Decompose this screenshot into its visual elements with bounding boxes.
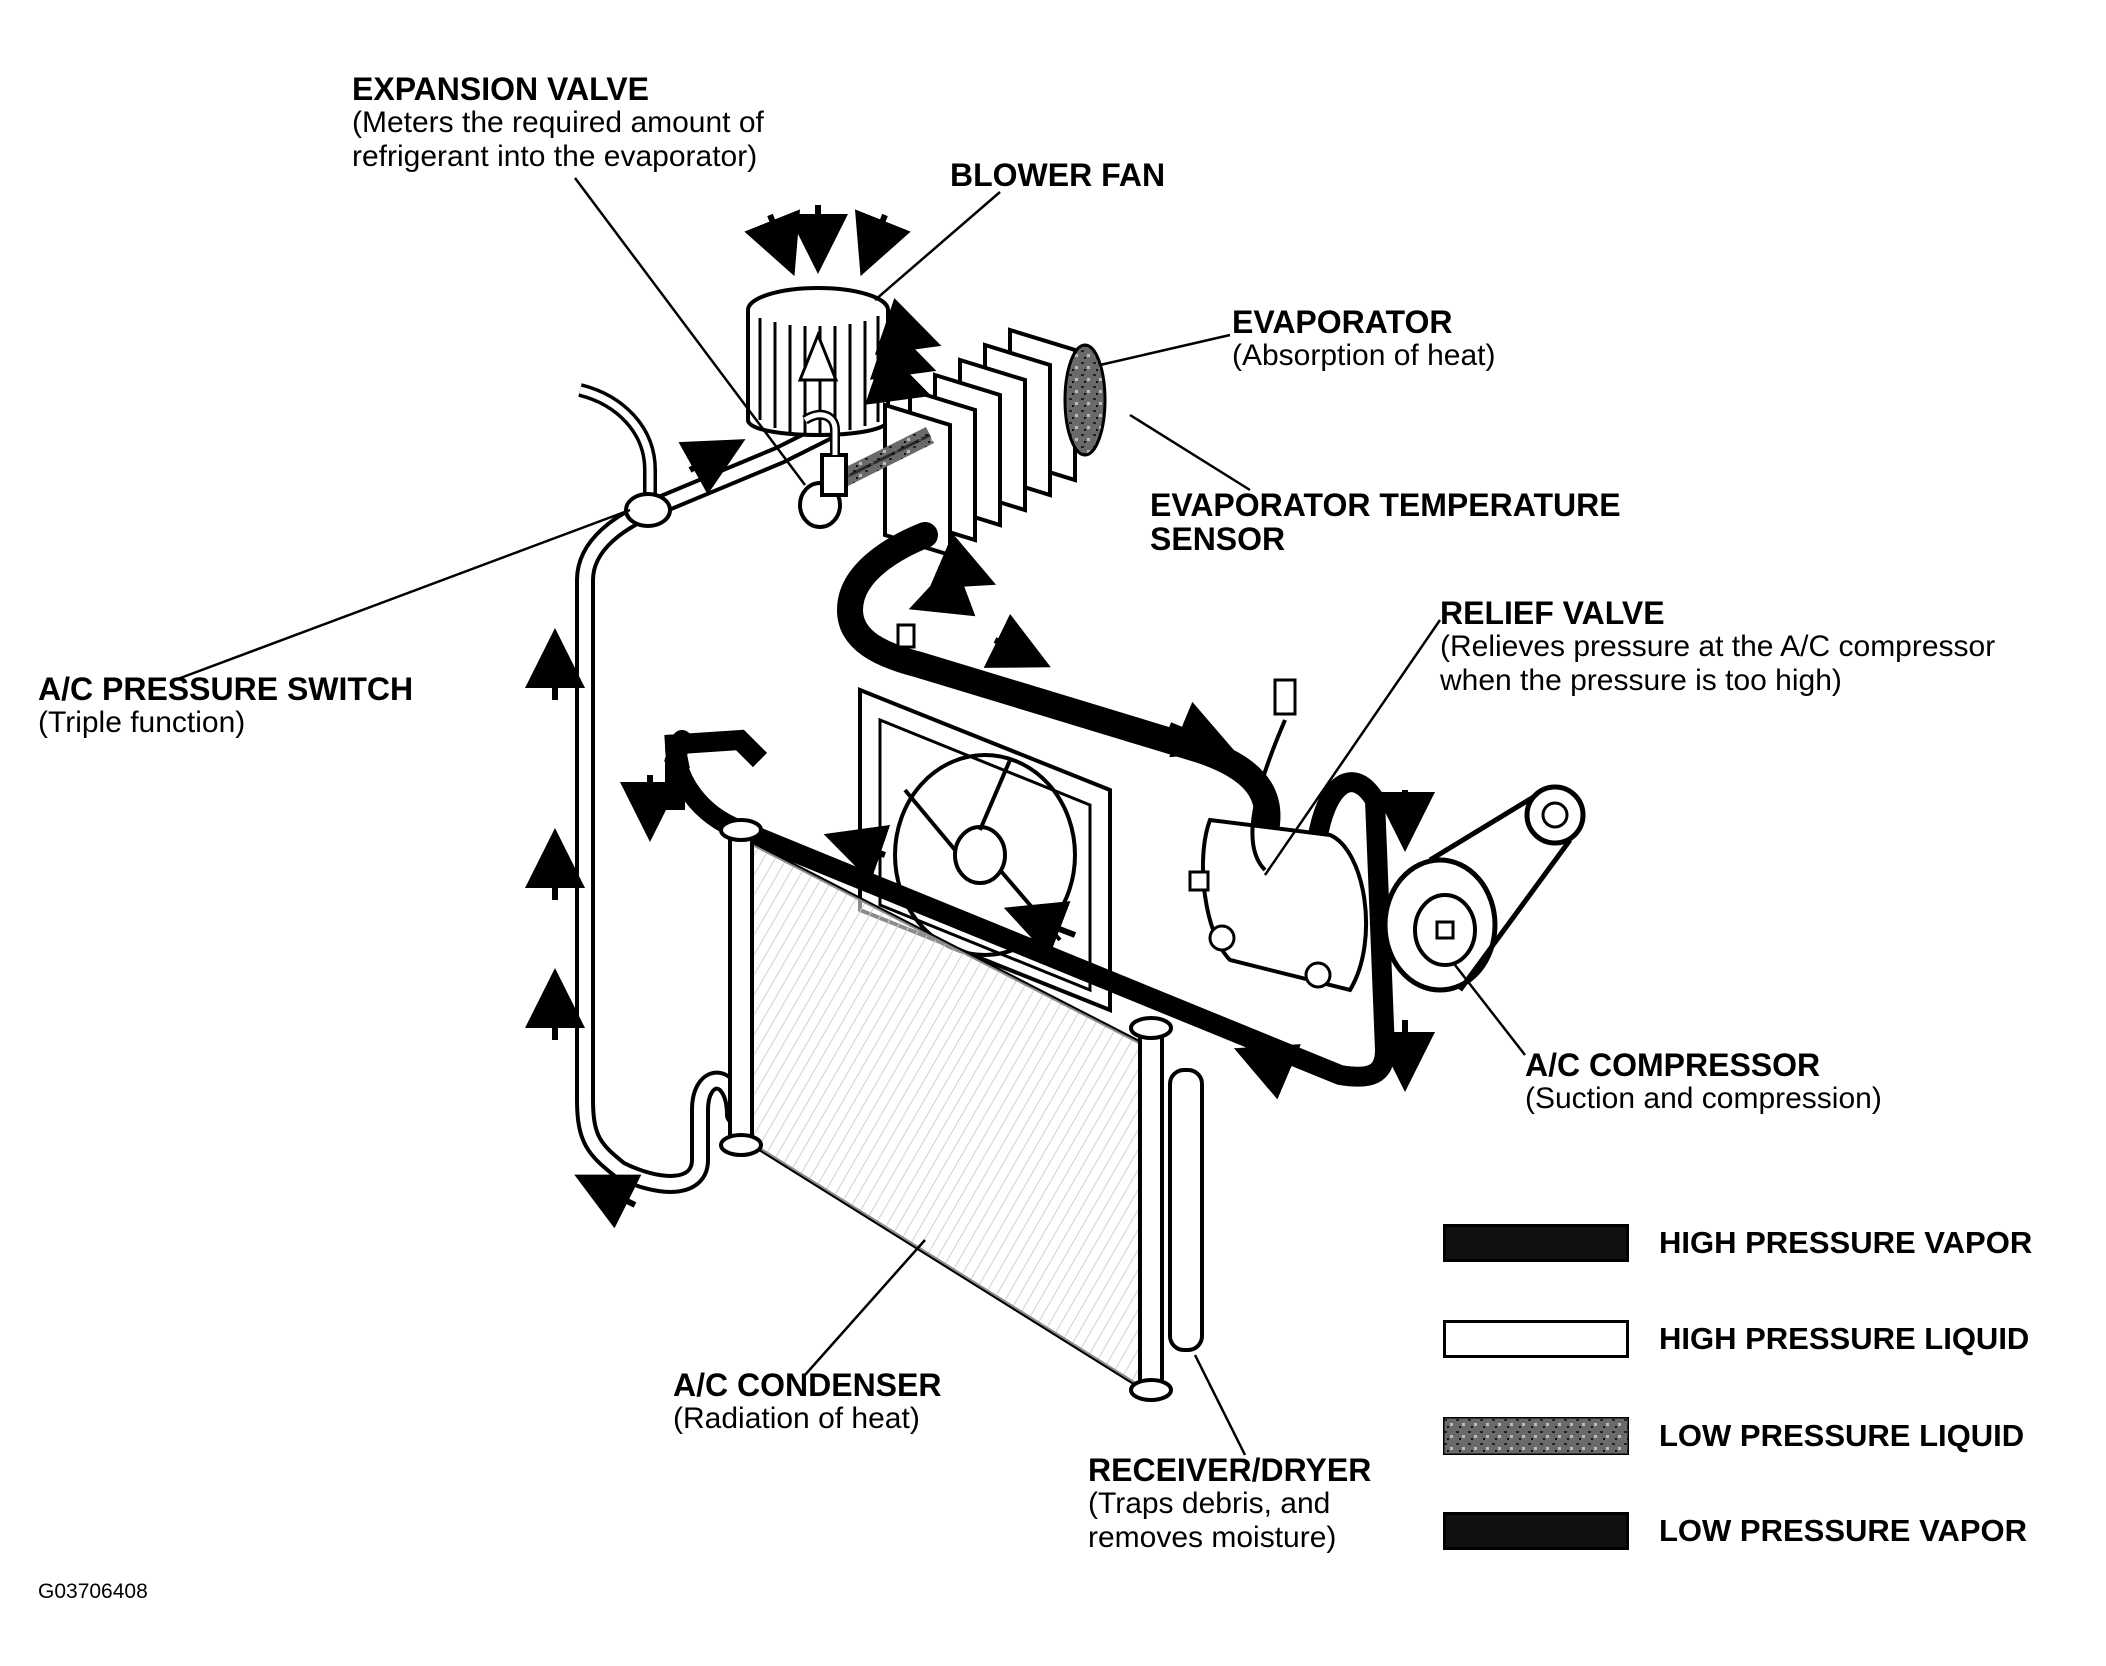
evaporator-desc-1: (Absorption of heat) bbox=[1232, 339, 1496, 372]
relief-valve-desc-1: (Relieves pressure at the A/C compressor bbox=[1440, 630, 1996, 663]
ac-condenser-desc-1: (Radiation of heat) bbox=[673, 1402, 920, 1435]
receiver-dryer-label: RECEIVER/DRYER (Traps debris, and remove… bbox=[1088, 1453, 1371, 1555]
ac-pressure-switch-title: A/C PRESSURE SWITCH bbox=[38, 671, 414, 707]
blower-fan-label: BLOWER FAN bbox=[950, 158, 1165, 192]
legend-label-high-pressure-vapor: HIGH PRESSURE VAPOR bbox=[1659, 1225, 2033, 1260]
figure-code: G03706408 bbox=[38, 1580, 148, 1603]
expansion-valve-desc-2: refrigerant into the evaporator) bbox=[352, 140, 758, 173]
ac-condenser-title: A/C CONDENSER bbox=[673, 1367, 942, 1403]
pressure-switch-body bbox=[624, 492, 672, 528]
evaporator-temp-sensor-title-2: SENSOR bbox=[1150, 521, 1286, 557]
ac-pressure-switch-label: A/C PRESSURE SWITCH (Triple function) bbox=[38, 672, 413, 740]
evaporator bbox=[864, 298, 1107, 558]
flow-arrows-liquid bbox=[525, 439, 976, 1229]
high-pressure-vapor-line bbox=[620, 729, 1435, 1100]
receiver-dryer-title: RECEIVER/DRYER bbox=[1088, 1452, 1372, 1488]
evaporator-temp-sensor-title-1: EVAPORATOR TEMPERATURE bbox=[1150, 487, 1621, 523]
ac-compressor-label: A/C COMPRESSOR (Suction and compression) bbox=[1525, 1048, 1882, 1116]
ac-condenser-label: A/C CONDENSER (Radiation of heat) bbox=[673, 1368, 941, 1436]
legend-swatch-high-pressure-liquid bbox=[1443, 1320, 1629, 1358]
evaporator-title: EVAPORATOR bbox=[1232, 304, 1453, 340]
ac-compressor-title: A/C COMPRESSOR bbox=[1525, 1047, 1821, 1083]
expansion-valve-title: EXPANSION VALVE bbox=[352, 71, 649, 107]
expansion-valve-assembly bbox=[798, 409, 935, 529]
ac-compressor bbox=[1188, 678, 1586, 993]
legend-swatch-low-pressure-vapor bbox=[1443, 1512, 1629, 1550]
receiver-dryer-desc-1: (Traps debris, and bbox=[1088, 1487, 1331, 1520]
relief-valve-title: RELIEF VALVE bbox=[1440, 595, 1665, 631]
receiver-dryer bbox=[1168, 1068, 1204, 1352]
legend-swatch-low-pressure-liquid bbox=[1443, 1417, 1629, 1455]
blower-fan bbox=[744, 205, 911, 437]
legend-label-low-pressure-liquid: LOW PRESSURE LIQUID bbox=[1659, 1418, 2025, 1453]
ac-condenser bbox=[719, 818, 1173, 1402]
relief-valve-desc-2: when the pressure is too high) bbox=[1440, 664, 1842, 697]
evaporator-temp-sensor-label: EVAPORATOR TEMPERATURE SENSOR bbox=[1150, 488, 1621, 556]
blower-fan-title: BLOWER FAN bbox=[950, 157, 1166, 193]
evaporator-label: EVAPORATOR (Absorption of heat) bbox=[1232, 305, 1495, 373]
relief-valve-label: RELIEF VALVE (Relieves pressure at the A… bbox=[1440, 596, 1995, 698]
leader-lines bbox=[174, 177, 1526, 1456]
expansion-valve-label: EXPANSION VALVE (Meters the required amo… bbox=[352, 72, 764, 174]
low-pressure-vapor-line bbox=[836, 522, 1281, 863]
receiver-dryer-desc-2: removes moisture) bbox=[1088, 1521, 1337, 1554]
high-pressure-liquid-line bbox=[575, 383, 840, 1194]
ac-pressure-switch-desc-1: (Triple function) bbox=[38, 706, 246, 739]
ac-compressor-desc-1: (Suction and compression) bbox=[1525, 1082, 1882, 1115]
legend-swatch-high-pressure-vapor bbox=[1443, 1224, 1629, 1262]
expansion-valve-desc-1: (Meters the required amount of bbox=[352, 106, 764, 139]
legend-label-high-pressure-liquid: HIGH PRESSURE LIQUID bbox=[1659, 1321, 2030, 1356]
legend-label-low-pressure-vapor: LOW PRESSURE VAPOR bbox=[1659, 1513, 2028, 1548]
